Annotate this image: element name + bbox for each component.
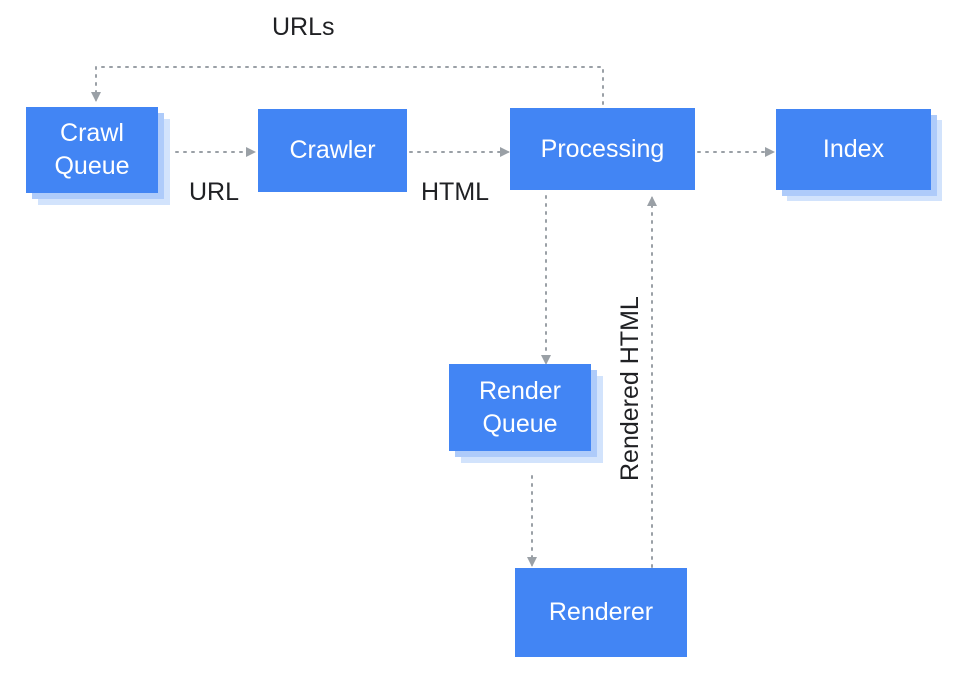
processing-node: Processing: [510, 108, 695, 190]
crawler-node: Crawler: [258, 109, 407, 192]
label-rendered-html: Rendered HTML: [616, 296, 644, 481]
label-url: URL: [189, 178, 240, 206]
renderer-node: Renderer: [515, 568, 687, 657]
index-node: Index: [776, 109, 931, 190]
label-urls: URLs: [272, 13, 335, 41]
crawl-queue-node: Crawl Queue: [26, 107, 158, 193]
crawl-queue-stack: Crawl Queue: [26, 107, 172, 205]
index-stack: Index: [776, 109, 943, 202]
render-queue-stack: Render Queue: [449, 364, 603, 463]
arrow-urls-feedback: [91, 66, 604, 105]
label-html: HTML: [421, 178, 490, 206]
render-queue-node: Render Queue: [449, 364, 591, 451]
